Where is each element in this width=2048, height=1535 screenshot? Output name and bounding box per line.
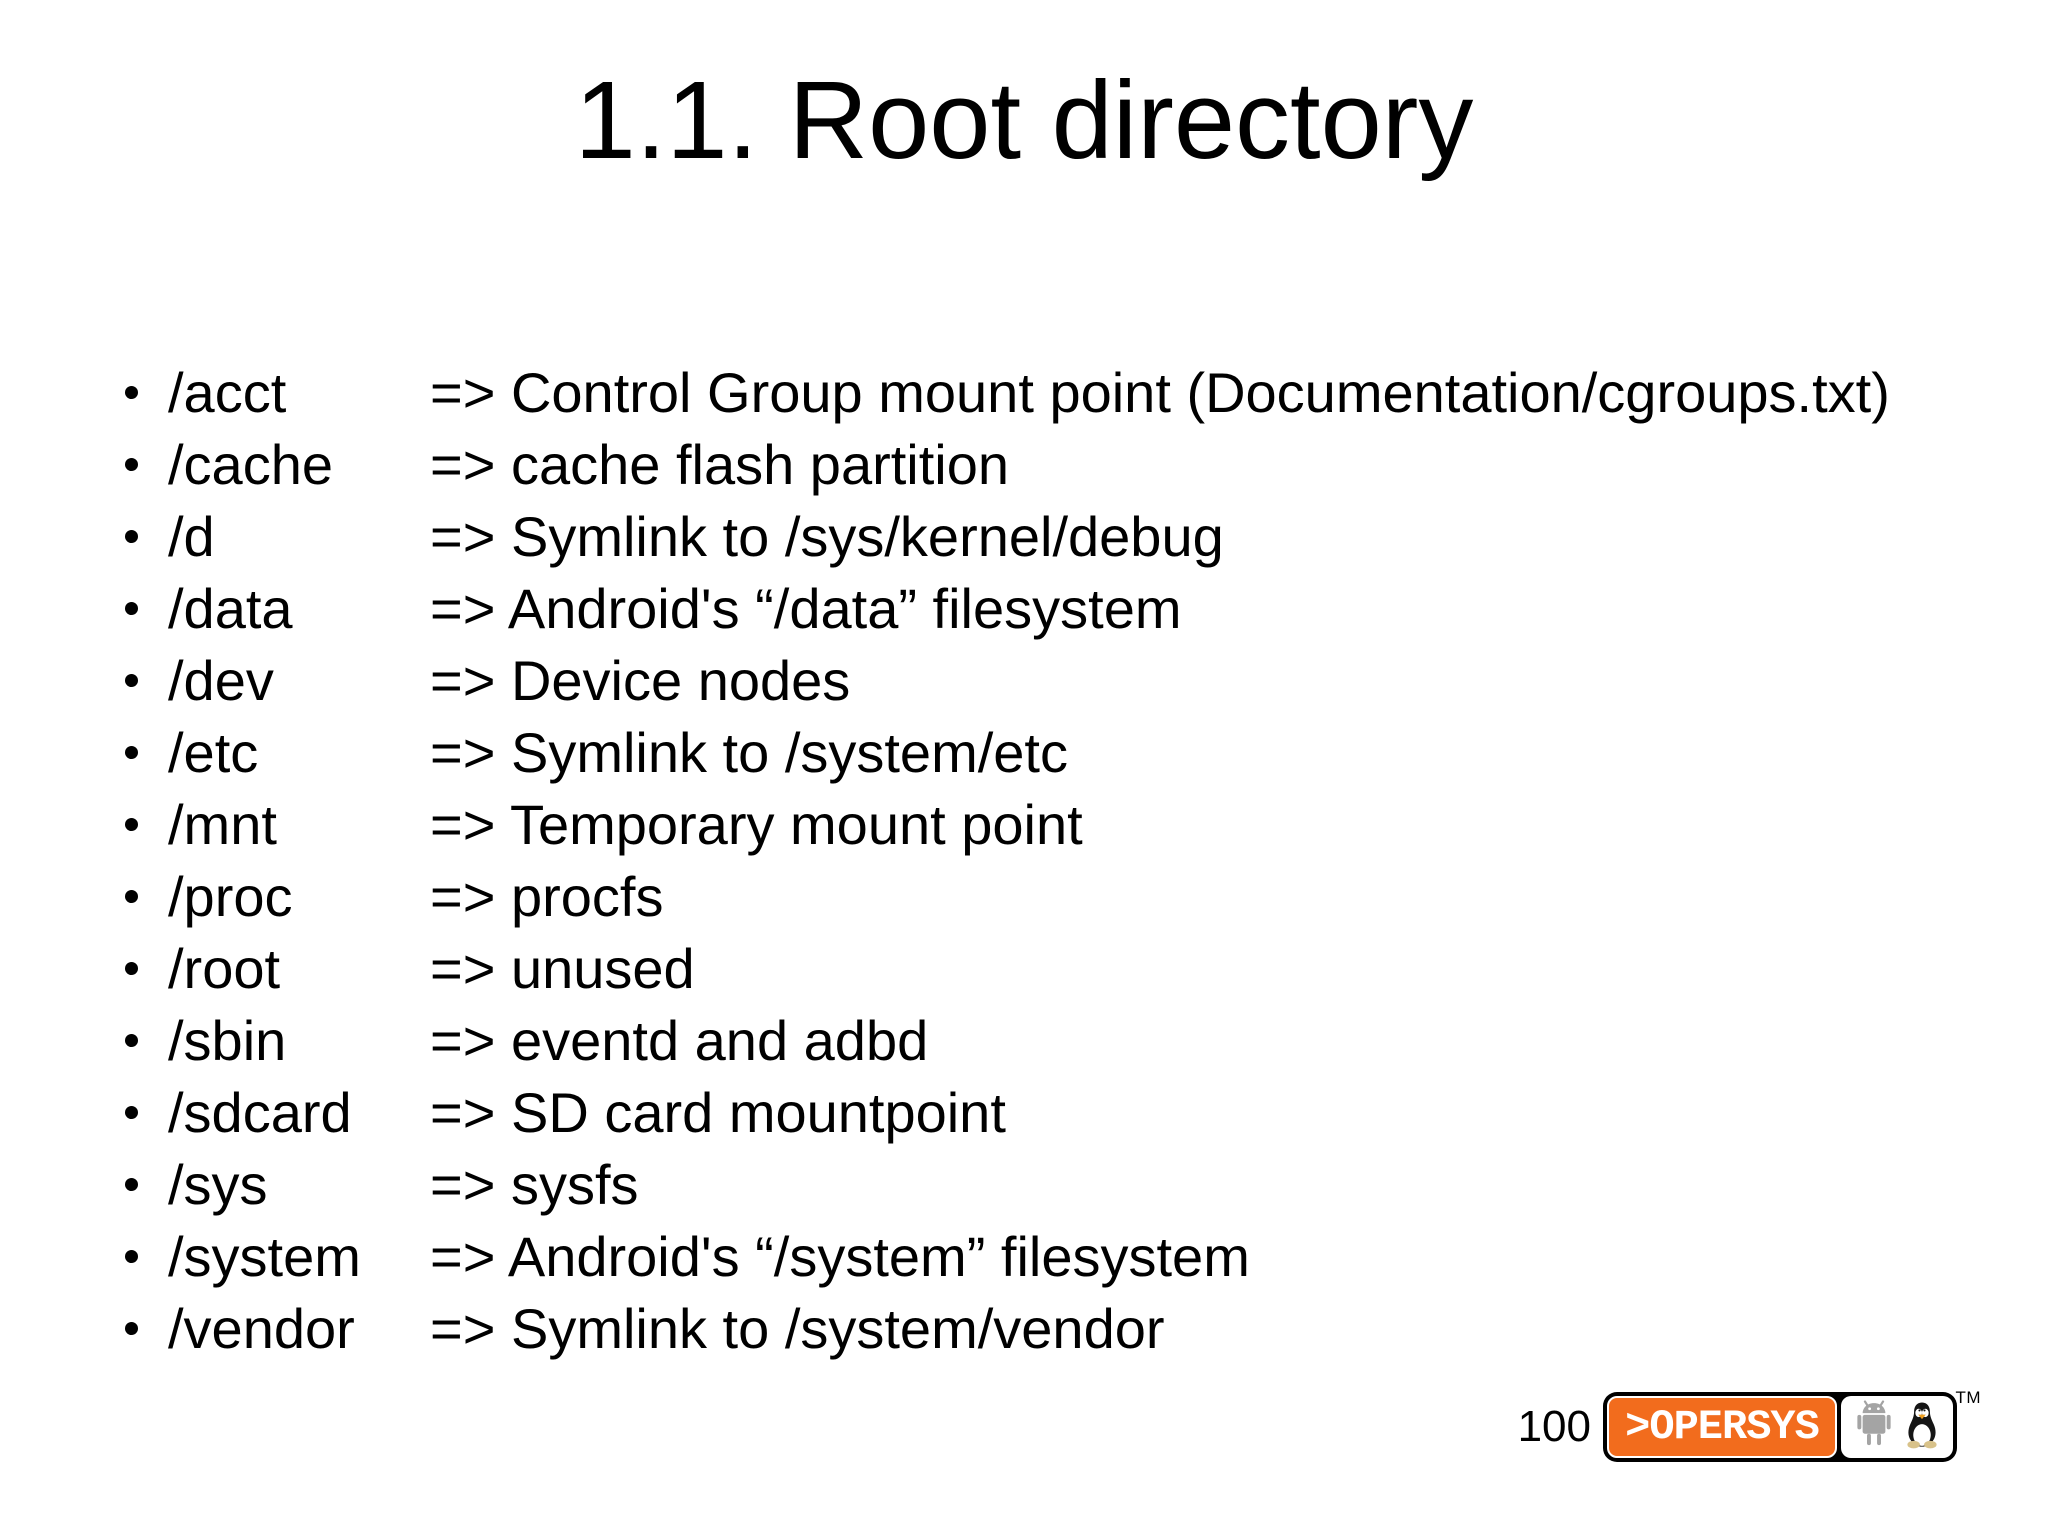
footer: 100 >OPERSYS [1517, 1388, 1981, 1462]
list-item: /d => Symlink to /sys/kernel/debug [112, 500, 2028, 572]
entry-desc: => Android's “/data” filesystem [430, 576, 1182, 640]
list-item: /data => Android's “/data” filesystem [112, 572, 2028, 644]
list-item: /proc => procfs [112, 860, 2028, 932]
list-item: /dev => Device nodes [112, 644, 2028, 716]
list-item: /system => Android's “/system” filesyste… [112, 1220, 2028, 1292]
entry-desc: => Symlink to /system/etc [430, 720, 1068, 784]
list-item: /root => unused [112, 932, 2028, 1004]
entry-path: /acct [168, 360, 287, 424]
bullet-icon [125, 1033, 138, 1047]
entry-desc: => sysfs [430, 1152, 639, 1216]
list-item: /acct => Control Group mount point (Docu… [112, 356, 2028, 428]
entry-path: /sys [168, 1152, 268, 1216]
entry-desc: => Symlink to /sys/kernel/debug [430, 504, 1224, 568]
list-item: /sbin => eventd and adbd [112, 1004, 2028, 1076]
list-item: /sdcard => SD card mountpoint [112, 1076, 2028, 1148]
bullet-icon [125, 457, 138, 471]
list-item: /cache => cache flash partition [112, 428, 2028, 500]
opersys-logo-icon-panel [1841, 1396, 1953, 1458]
entry-desc: => Temporary mount point [430, 792, 1083, 856]
bullet-icon [125, 1321, 138, 1335]
entry-path: /mnt [168, 792, 277, 856]
opersys-brand-text: >OPERSYS [1625, 1403, 1820, 1451]
entry-path: /d [168, 504, 215, 568]
trademark-label: TM [1955, 1388, 1981, 1407]
list-item: /vendor => Symlink to /system/vendor [112, 1292, 2028, 1364]
entry-path: /sbin [168, 1008, 287, 1072]
entry-desc: => unused [430, 936, 695, 1000]
opersys-logo: >OPERSYS [1603, 1388, 1981, 1462]
root-directory-list: /acct => Control Group mount point (Docu… [112, 356, 2028, 1364]
bullet-icon [125, 1105, 138, 1119]
entry-path: /cache [168, 432, 333, 496]
entry-desc: => procfs [430, 864, 664, 928]
entry-path: /dev [168, 648, 274, 712]
entry-desc: => cache flash partition [430, 432, 1010, 496]
entry-desc: => SD card mountpoint [430, 1080, 1006, 1144]
entry-desc: => Device nodes [430, 648, 851, 712]
android-robot-icon [1852, 1400, 1896, 1454]
entry-path: /root [168, 936, 281, 1000]
entry-path: /sdcard [168, 1080, 352, 1144]
page-title: 1.1. Root directory [574, 59, 1474, 182]
entry-path: /system [168, 1224, 361, 1288]
entry-desc: => Control Group mount point (Documentat… [430, 360, 1890, 424]
bullet-icon [125, 817, 138, 831]
bullet-icon [125, 1249, 138, 1263]
bullet-icon [125, 961, 138, 975]
entry-path: /etc [168, 720, 259, 784]
bullet-icon [125, 529, 138, 543]
entry-path: /proc [168, 864, 293, 928]
entry-path: /data [168, 576, 293, 640]
bullet-icon [125, 601, 138, 615]
page-number: 100 [1517, 1402, 1591, 1451]
entry-desc: => Symlink to /system/vendor [430, 1296, 1165, 1360]
bullet-icon [125, 673, 138, 687]
bullet-icon [125, 745, 138, 759]
entry-path: /vendor [168, 1296, 355, 1360]
list-item: /sys => sysfs [112, 1148, 2028, 1220]
bullet-icon [125, 1177, 138, 1191]
entry-desc: => Android's “/system” filesystem [430, 1224, 1250, 1288]
bullet-icon [125, 889, 138, 903]
list-item: /mnt => Temporary mount point [112, 788, 2028, 860]
tux-penguin-icon [1901, 1400, 1943, 1455]
opersys-logo-orange-panel: >OPERSYS [1607, 1396, 1837, 1458]
list-item: /etc => Symlink to /system/etc [112, 716, 2028, 788]
bullet-icon [125, 385, 138, 399]
entry-desc: => eventd and adbd [430, 1008, 929, 1072]
